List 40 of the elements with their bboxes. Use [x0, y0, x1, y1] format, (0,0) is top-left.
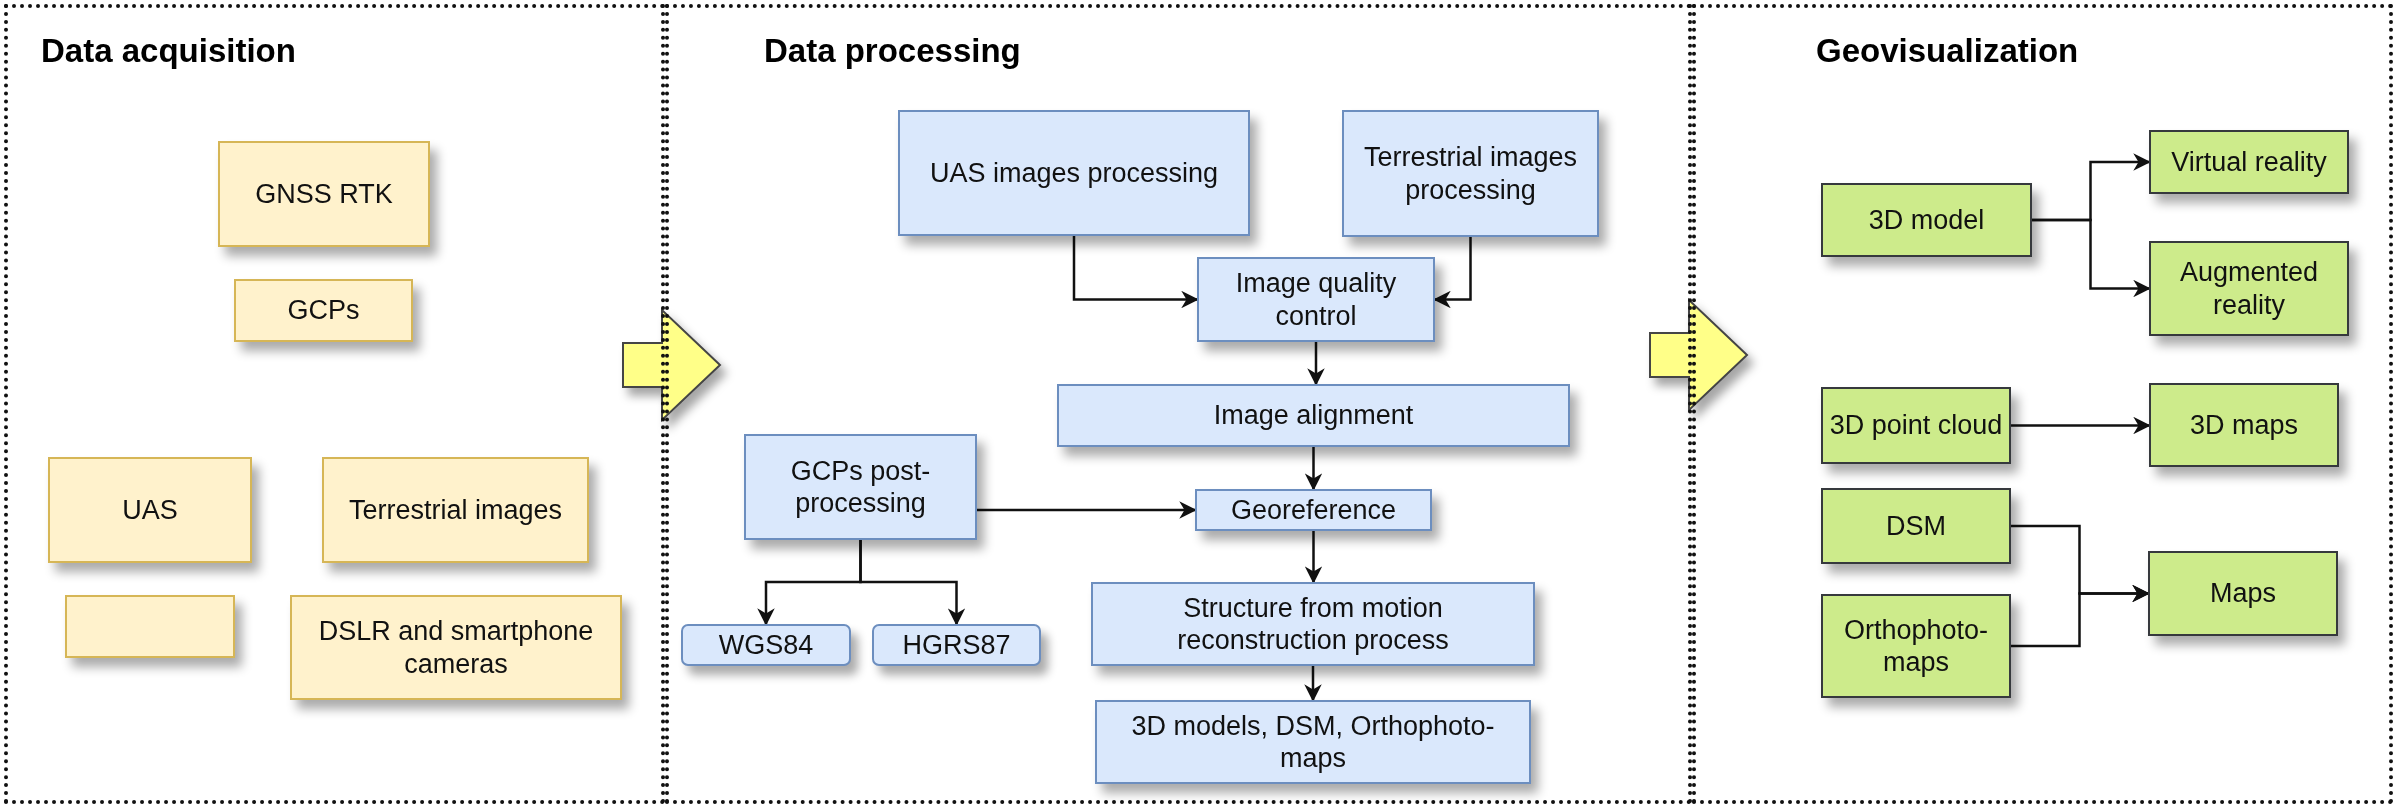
process-box: Terrestrial images processing — [1342, 110, 1599, 237]
process-box: Maps — [2148, 551, 2338, 636]
process-box: Structure from motion reconstruction process — [1091, 582, 1535, 666]
process-box: Georeference — [1195, 489, 1432, 531]
arrow — [2032, 218, 2151, 298]
arrow — [2011, 416, 2151, 435]
arrow — [1307, 342, 1325, 386]
process-box: GCPs post-processing — [744, 434, 977, 540]
arrow — [1304, 447, 1323, 491]
process-box: 3D models, DSM, Orthophoto-maps — [1095, 700, 1531, 784]
process-box: UAS — [48, 457, 252, 563]
process-box: UAS images processing — [898, 110, 1250, 236]
arrow — [1072, 236, 1199, 309]
process-box: Orthophoto-maps — [1821, 594, 2011, 698]
arrow — [1304, 531, 1323, 584]
arrow — [859, 540, 966, 626]
process-box: HGRS87 — [872, 624, 1041, 666]
process-box: DSM — [1821, 488, 2011, 564]
process-box: DSLR and smartphone cameras — [290, 595, 622, 700]
process-box: WGS84 — [681, 624, 851, 666]
process-box: Virtual reality — [2149, 130, 2349, 194]
process-box: 3D point cloud — [1821, 387, 2011, 464]
panel-title: Data processing — [764, 32, 1021, 70]
process-box: Image alignment — [1057, 384, 1570, 447]
dotted-panel — [1692, 4, 2393, 804]
arrow — [977, 501, 1197, 519]
process-box: GCPs — [234, 279, 413, 342]
process-box: Augmented reality — [2149, 241, 2349, 336]
panel-title: Data acquisition — [41, 32, 296, 70]
process-box: Image quality control — [1197, 257, 1435, 342]
arrow — [2011, 584, 2150, 648]
process-box: Terrestrial images — [322, 457, 589, 563]
process-box: GNSS RTK — [218, 141, 430, 247]
process-box: 3D model — [1821, 183, 2032, 257]
process-box: 3D maps — [2149, 383, 2339, 467]
dotted-panel — [665, 4, 1692, 804]
empty-box — [65, 595, 235, 658]
dotted-panel — [4, 4, 665, 804]
panel-title: Geovisualization — [1816, 32, 2079, 70]
arrow — [1304, 666, 1322, 702]
